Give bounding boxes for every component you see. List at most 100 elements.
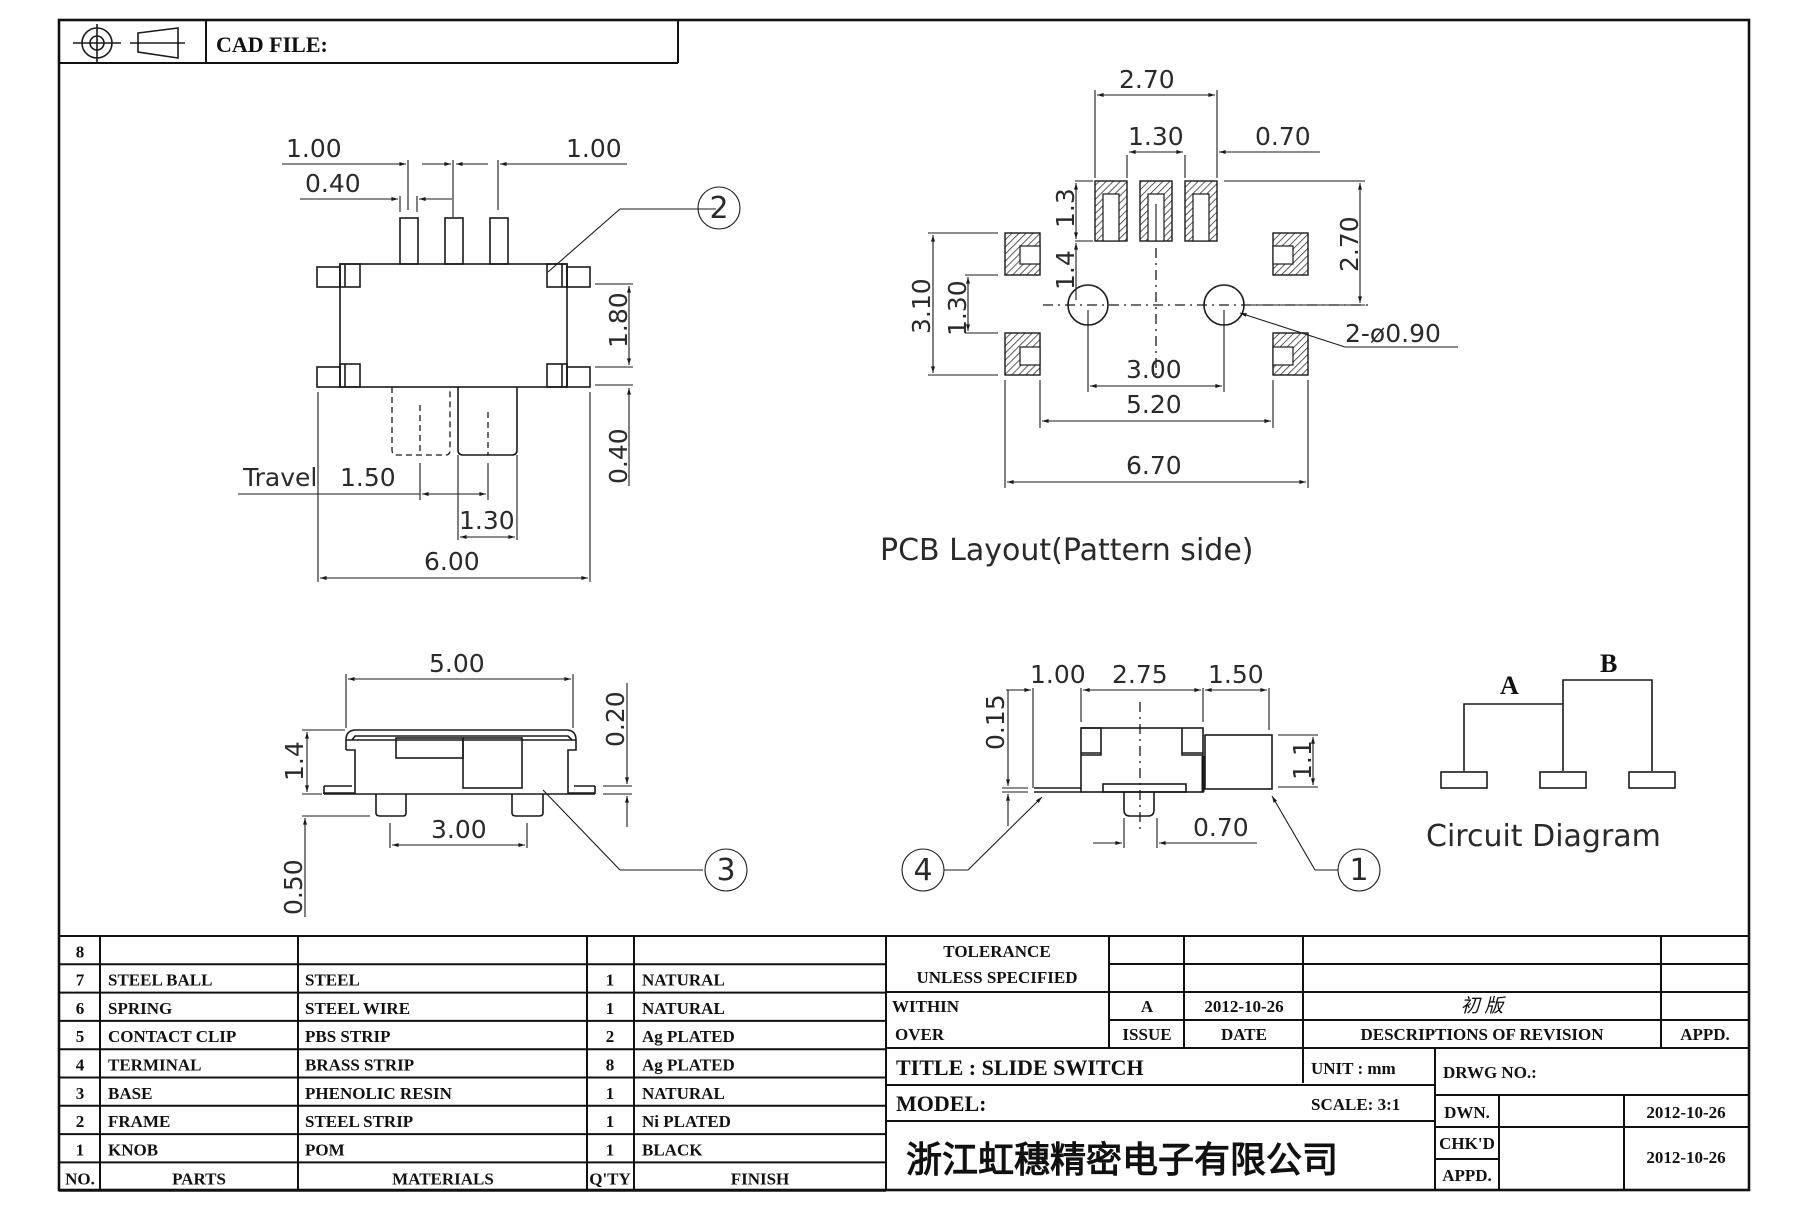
bom-cell-finish: Ag PLATED: [642, 1056, 735, 1075]
bom-cell-no: 3: [76, 1084, 85, 1103]
bom-cell-qty: 1: [606, 971, 615, 990]
dim-lead-thickness: 0.15: [981, 694, 1010, 750]
bom-cell-finish: NATURAL: [642, 1084, 725, 1103]
bom-header-qty: Q'TY: [589, 1170, 631, 1189]
cad-file-label: CAD FILE:: [216, 32, 328, 57]
dim-knob-width: 1.30: [459, 506, 515, 535]
dim-top-offset: 0.20: [601, 691, 630, 747]
circuit-diagram: A B Circuit Diagram: [1426, 649, 1676, 854]
dim-outer-vertical: 3.10: [907, 278, 936, 334]
bom-cell-no: 4: [76, 1056, 85, 1075]
dim-height-right: 2.70: [1335, 216, 1364, 272]
bom-cell-part: SPRING: [108, 999, 172, 1018]
dim-pad-height: 1.3: [1051, 188, 1080, 228]
travel-label: Travel: [242, 463, 317, 492]
bom-cell-finish: NATURAL: [642, 999, 725, 1018]
bom-cell-qty: 1: [606, 1112, 615, 1131]
bom-cell-no: 6: [76, 999, 85, 1018]
dim-front-height: 1.4: [280, 741, 309, 781]
dim-overall-width: 6.00: [424, 547, 480, 576]
dim-pin-pitch-left: 1.00: [286, 134, 342, 163]
chkd-label: CHK'D: [1439, 1134, 1495, 1153]
header-box: CAD FILE:: [59, 20, 679, 64]
bom-cell-material: BRASS STRIP: [305, 1056, 414, 1075]
bom-cell-qty: 1: [606, 1084, 615, 1103]
dim-inner-vertical: 1.30: [943, 280, 972, 336]
dim-outer-horizontal: 6.70: [1126, 451, 1182, 480]
tolerance-over: OVER: [895, 1025, 945, 1044]
dwn-label: DWN.: [1444, 1103, 1490, 1122]
dim-pad-span: 2.70: [1119, 65, 1175, 94]
unit-label: UNIT : mm: [1311, 1059, 1396, 1078]
dim-side-knob: 1.50: [1208, 660, 1264, 689]
drwg-no-label: DRWG NO.:: [1443, 1063, 1537, 1082]
bom-header-no: NO.: [65, 1170, 95, 1189]
bom-cell-material: STEEL WIRE: [305, 999, 410, 1018]
dim-peg-width: 0.70: [1193, 813, 1249, 842]
chk-appd-date: 2012-10-26: [1646, 1148, 1725, 1167]
rev-header-issue: ISSUE: [1122, 1025, 1171, 1044]
pcb-layout: 2.70 1.30 0.70 2.70 1.3 1.4 3.10 1.30: [880, 65, 1458, 568]
rev-header-appd: APPD.: [1680, 1025, 1730, 1044]
circuit-label-a: A: [1500, 671, 1519, 700]
dim-lead-offset: 0.40: [604, 428, 633, 484]
dim-pin-width: 0.40: [305, 169, 361, 198]
bom-header-finish: FINISH: [731, 1170, 790, 1189]
dim-peg-spacing: 3.00: [431, 815, 487, 844]
bom-header-part: PARTS: [172, 1170, 226, 1189]
circuit-diagram-title: Circuit Diagram: [1426, 819, 1661, 854]
dim-pad-to-hole: 1.4: [1051, 250, 1080, 290]
bom-cell-material: PBS STRIP: [305, 1027, 391, 1046]
revision-description: 初 版: [1461, 996, 1507, 1017]
callout-3: 3: [716, 853, 735, 888]
bom-cell-part: TERMINAL: [108, 1056, 202, 1075]
side-view: 1.00 2.75 1.50 0.15 1.1 0.70 4 1: [901, 660, 1381, 892]
scale-label: SCALE: 3:1: [1311, 1095, 1400, 1114]
first-angle-projection-icon: [73, 24, 185, 62]
bom-cell-material: POM: [305, 1140, 345, 1159]
bom-cell-qty: 2: [606, 1027, 615, 1046]
dim-holes: 2-ø0.90: [1345, 319, 1441, 348]
pcb-layout-title: PCB Layout(Pattern side): [880, 533, 1253, 568]
bom-cell-no: 2: [76, 1112, 85, 1131]
revision-issue: A: [1141, 997, 1154, 1016]
callout-1: 1: [1349, 853, 1368, 888]
title-block: TOLERANCE UNLESS SPECIFIED WITHIN OVER A…: [886, 936, 1749, 1190]
rev-header-date: DATE: [1221, 1025, 1267, 1044]
circuit-label-b: B: [1600, 649, 1617, 678]
dim-peg-height: 0.50: [279, 859, 308, 915]
bom-cell-material: STEEL: [305, 971, 360, 990]
sheet-border: [57, 18, 1751, 1192]
bom-cell-no: 7: [76, 971, 85, 990]
bom-cell-qty: 1: [606, 999, 615, 1018]
dim-front-width: 5.00: [429, 649, 485, 678]
dim-side-body: 2.75: [1112, 660, 1168, 689]
dim-travel: 1.50: [340, 463, 396, 492]
company-name: 浙江虹穗精密电子有限公司: [906, 1139, 1338, 1181]
bom-cell-finish: NATURAL: [642, 971, 725, 990]
bom-cell-qty: 1: [606, 1140, 615, 1159]
bom-cell-finish: Ni PLATED: [642, 1112, 731, 1131]
bom-cell-no: 8: [76, 942, 85, 961]
bom-cell-finish: Ag PLATED: [642, 1027, 735, 1046]
bom-cell-qty: 8: [606, 1056, 615, 1075]
tolerance-line1: TOLERANCE: [943, 942, 1050, 961]
dim-side-lead: 1.00: [1030, 660, 1086, 689]
bom-cell-part: CONTACT CLIP: [108, 1027, 236, 1046]
bom-cell-part: KNOB: [108, 1140, 158, 1159]
bom-cell-no: 5: [76, 1027, 85, 1046]
appd-label: APPD.: [1442, 1166, 1492, 1185]
callout-4: 4: [913, 853, 932, 888]
dim-pin-pitch-right: 1.00: [566, 134, 622, 163]
dim-pad-width: 0.70: [1255, 122, 1311, 151]
callout-2: 2: [709, 191, 728, 226]
dwn-date: 2012-10-26: [1646, 1103, 1725, 1122]
model-label: MODEL:: [896, 1091, 986, 1116]
bom-cell-part: STEEL BALL: [108, 971, 212, 990]
bom-cell-material: PHENOLIC RESIN: [305, 1084, 453, 1103]
rev-header-description: DESCRIPTIONS OF REVISION: [1360, 1025, 1604, 1044]
dim-body-height: 1.80: [604, 292, 633, 348]
bom-header-material: MATERIALS: [392, 1170, 494, 1189]
